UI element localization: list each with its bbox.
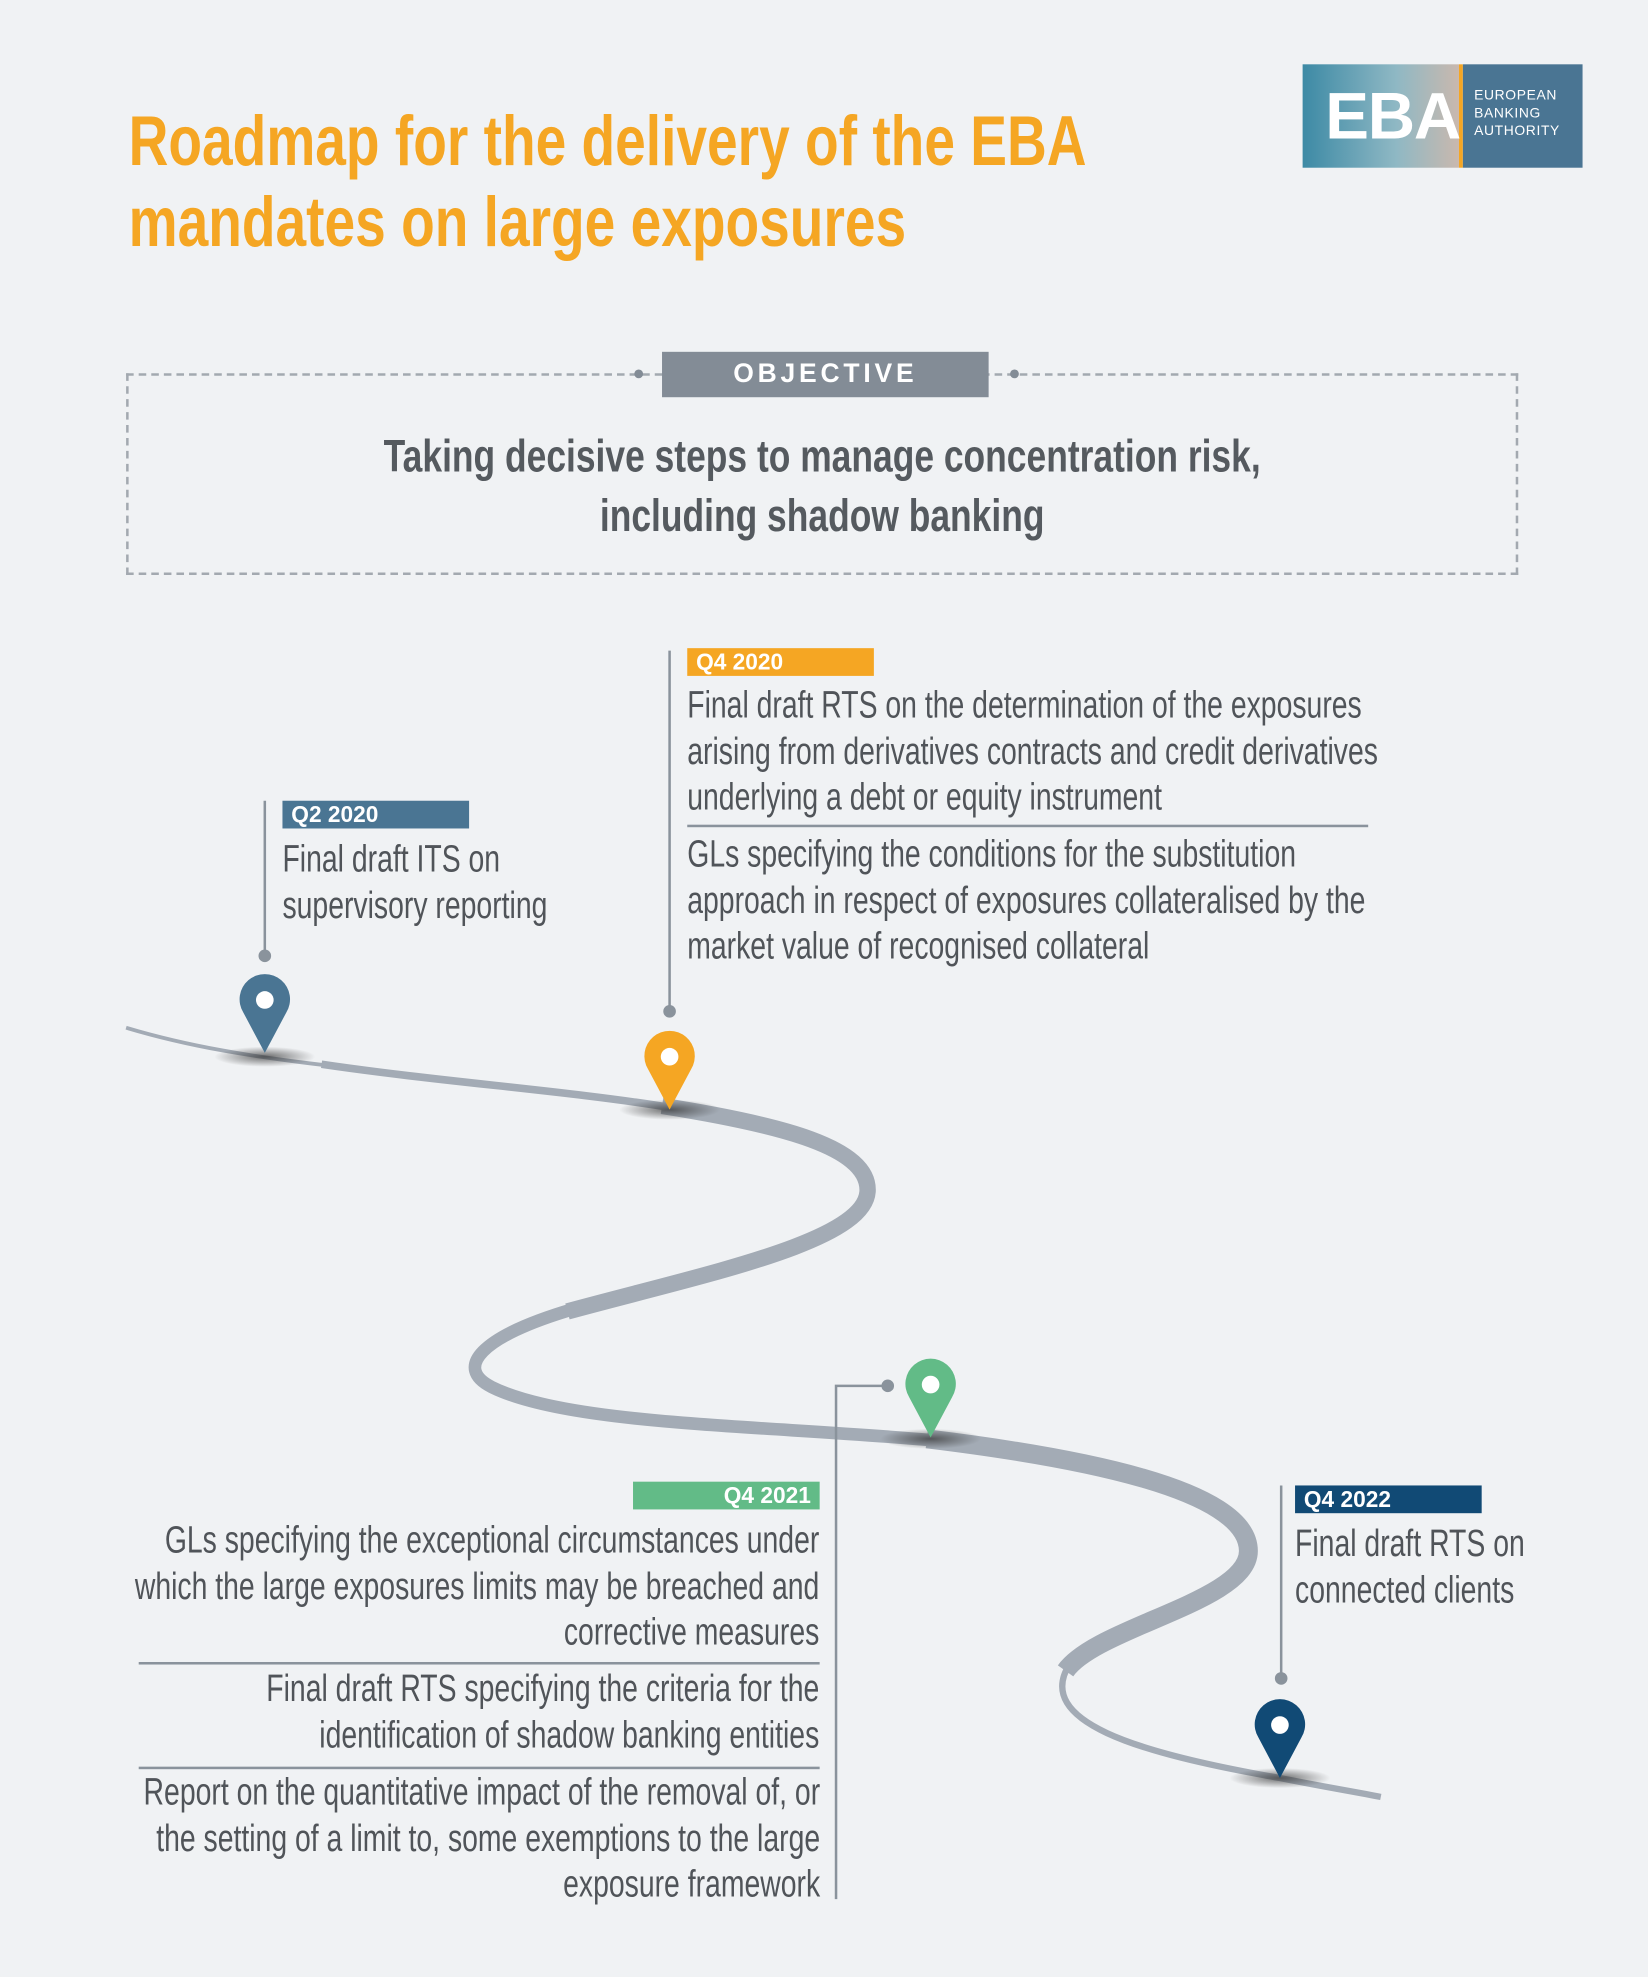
map-pin-icon	[239, 974, 291, 1053]
objective-text: Taking decisive steps to manage concentr…	[383, 430, 1261, 541]
leader-lines	[258, 650, 1288, 1900]
dot	[634, 369, 644, 379]
road-segment	[468, 1302, 932, 1447]
pin-shadow	[214, 1046, 316, 1067]
eba-logo: EBA EUROPEAN BANKING AUTHORITY	[1302, 64, 1583, 168]
pin-shadow	[619, 1099, 721, 1120]
milestone-date-q2-2020: Q2 2020	[282, 800, 470, 829]
milestone-item: Final draft RTS specifying the criteria …	[266, 1668, 820, 1756]
map-pin-icon	[1254, 1699, 1306, 1779]
milestone-item: Final draft RTS on the determination of …	[687, 684, 1378, 819]
pin-shadow	[1229, 1767, 1331, 1789]
objective-label: OBJECTIVE	[662, 351, 989, 398]
page-title: Roadmap for the delivery of the EBA mand…	[128, 100, 1087, 262]
divider	[138, 1766, 820, 1770]
pin-shadow	[880, 1428, 982, 1449]
divider	[138, 1661, 820, 1665]
road-segment	[565, 1097, 876, 1320]
divider	[687, 824, 1369, 828]
milestone-date-q4-2022: Q4 2022	[1295, 1485, 1482, 1514]
road-segment	[1059, 1662, 1382, 1801]
road-segment	[925, 1429, 1258, 1677]
milestone-date-q4-2021: Q4 2021	[633, 1481, 820, 1510]
milestone-date-q4-2020: Q4 2020	[687, 648, 874, 676]
milestone-item: GLs specifying the exceptional circumsta…	[135, 1519, 820, 1654]
logo-abbr: EBA	[1325, 80, 1461, 154]
map-pin-icon	[905, 1358, 956, 1438]
dot	[1010, 369, 1019, 379]
milestone-item: Report on the quantitative impact of the…	[143, 1771, 820, 1906]
road-segment	[321, 1060, 669, 1111]
milestone-item: GLs specifying the conditions for the su…	[687, 833, 1366, 968]
map-pin-icon	[644, 1030, 695, 1110]
